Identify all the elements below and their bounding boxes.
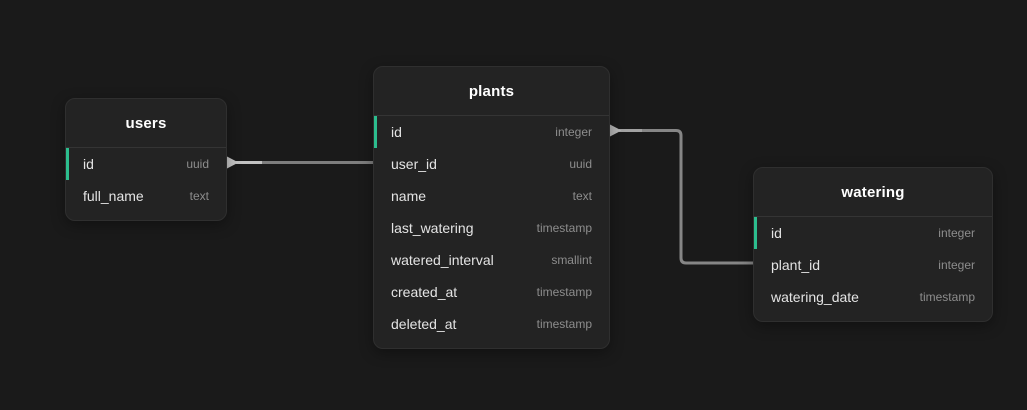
field-row-users-id[interactable]: id uuid [66,148,226,180]
field-type: integer [938,258,975,272]
field-name: id [83,156,94,172]
field-row-plants-deleted-at[interactable]: deleted_at timestamp [374,308,609,340]
field-name: last_watering [391,220,474,236]
field-name: deleted_at [391,316,457,332]
field-row-watering-watering-date[interactable]: watering_date timestamp [754,281,992,313]
primary-key-indicator [374,116,377,148]
field-name: id [771,225,782,241]
table-name: plants [468,82,515,100]
field-row-plants-name[interactable]: name text [374,180,609,212]
field-row-watering-plant-id[interactable]: plant_id integer [754,249,992,281]
field-name: watering_date [771,289,859,305]
field-row-plants-created-at[interactable]: created_at timestamp [374,276,609,308]
relationship-plants-watering[interactable] [610,124,754,265]
relationship-arrow-icon [227,156,239,169]
field-type: integer [938,226,975,240]
table-header[interactable]: plants [374,67,609,116]
field-name: watered_interval [391,252,494,268]
field-row-plants-user-id[interactable]: user_id uuid [374,148,609,180]
field-name: created_at [391,284,458,300]
field-type: timestamp [536,285,592,299]
field-row-plants-id[interactable]: id integer [374,116,609,148]
field-type: timestamp [536,221,592,235]
field-name: user_id [391,156,437,172]
field-name: plant_id [771,257,821,273]
table-users[interactable]: users id uuid full_name text [65,98,227,221]
table-header[interactable]: watering [754,168,992,217]
field-name: full_name [83,188,144,204]
field-row-watering-id[interactable]: id integer [754,217,992,249]
field-type: integer [555,125,592,139]
relationship-arrow-icon [610,124,622,137]
table-name: watering [841,183,905,201]
table-plants[interactable]: plants id integer user_id uuid name text… [373,66,610,349]
primary-key-indicator [754,217,757,249]
field-row-plants-watered-interval[interactable]: watered_interval smallint [374,244,609,276]
table-header[interactable]: users [66,99,226,148]
field-name: name [391,188,427,204]
field-type: uuid [569,157,592,171]
field-type: uuid [186,157,209,171]
field-type: text [572,189,592,203]
table-watering[interactable]: watering id integer plant_id integer wat… [753,167,993,322]
field-type: smallint [551,253,592,267]
primary-key-indicator [66,148,69,180]
field-type: text [189,189,209,203]
table-name: users [125,114,167,132]
field-name: id [391,124,402,140]
field-type: timestamp [536,317,592,331]
field-type: timestamp [919,290,975,304]
relationship-users-plants[interactable] [227,156,374,169]
field-row-users-full-name[interactable]: full_name text [66,180,226,212]
field-row-plants-last-watering[interactable]: last_watering timestamp [374,212,609,244]
